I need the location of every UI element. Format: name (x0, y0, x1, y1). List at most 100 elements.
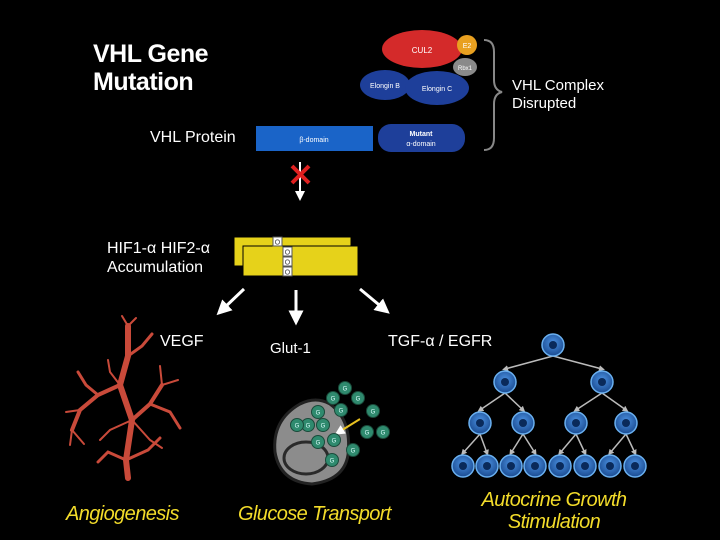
elongin-b-label: Elongin B (370, 83, 400, 90)
growth-arrow (601, 392, 629, 412)
glucose-molecule (360, 425, 374, 439)
hif-label-line2: Accumulation (107, 259, 204, 276)
glucose-molecule-label: G (381, 431, 386, 437)
alpha-domain-label-1: Mutant (410, 131, 434, 138)
oxygen-marker (282, 256, 293, 267)
growth-arrow (558, 433, 577, 456)
glucose-molecule (290, 418, 304, 432)
cell-nucleus-icon (519, 419, 527, 427)
cell-nucleus-icon (459, 462, 467, 470)
e2-label: E2 (463, 43, 472, 50)
rbx1-shape (453, 58, 477, 76)
cell-nucleus-icon (598, 378, 606, 386)
beta-domain-bar (256, 126, 373, 151)
complex-label: VHL Complex Disrupted (512, 77, 604, 113)
oxygen-marker-label: O (285, 270, 291, 277)
oxygen-marker-label: O (275, 240, 281, 247)
elongin-b-shape (360, 70, 410, 100)
glucose-molecule (346, 443, 360, 457)
alpha-domain-label-2: α-domain (406, 141, 435, 148)
glucose-molecule (366, 404, 380, 418)
glucose-molecule-label: G (356, 397, 361, 403)
caption-angiogenesis: Angiogenesis (66, 503, 179, 525)
cell-nucleus-icon (549, 341, 557, 349)
arrow-tgf (359, 287, 390, 314)
glucose-molecule-label: G (316, 411, 321, 417)
caption-autocrine-line1: Autocrine Growth (481, 489, 628, 511)
glucose-molecule (311, 405, 325, 419)
hif-bar-front (242, 245, 359, 277)
title-line2: Mutation (93, 68, 194, 96)
cell-nucleus-icon (483, 462, 491, 470)
title-line1: VHL Gene (93, 40, 209, 68)
caption-autocrine-line2: Stimulation (507, 511, 601, 533)
caption-glucose: Glucose Transport (238, 503, 391, 525)
growth-arrow (625, 433, 637, 456)
vessel-tree (65, 315, 182, 481)
glucose-molecule (326, 391, 340, 405)
beta-domain-label: β-domain (299, 137, 328, 144)
growth-arrow (522, 433, 537, 456)
cul2-label: CUL2 (412, 46, 433, 55)
glucose-molecule (325, 453, 339, 467)
glucose-molecule-label: G (295, 424, 300, 430)
cell-nucleus-icon (556, 462, 564, 470)
oxygen-marker (282, 266, 293, 277)
glucose-molecule (338, 381, 352, 395)
growth-arrow (477, 392, 506, 412)
glucose-molecule-label: G (371, 410, 376, 416)
glucose-molecule-label: G (365, 431, 370, 437)
growth-arrow (502, 355, 554, 372)
glucose-molecule-label: G (332, 439, 337, 445)
cell-nucleus-icon (581, 462, 589, 470)
title: VHL Gene Mutation (93, 40, 209, 96)
hif-label-line1: HIF1-α HIF2-α (107, 240, 210, 257)
oxygen-marker-label: O (285, 260, 291, 267)
glucose-molecule-label: G (343, 387, 348, 393)
arrow-vegf (216, 287, 246, 316)
cul2-shape (382, 30, 462, 68)
growth-arrow (573, 392, 603, 412)
growth-arrow (575, 433, 587, 456)
elongin-c-label: Elongin C (422, 86, 452, 93)
glucose-molecule (351, 391, 365, 405)
glucose-molecule (334, 403, 348, 417)
growth-arrow (504, 392, 526, 413)
glucose-molecule-label: G (321, 424, 326, 430)
block-x-icon (290, 164, 311, 185)
glucose-molecule-label: G (330, 459, 335, 465)
glucose-arrow (334, 418, 361, 435)
cell-nucleus-icon (507, 462, 515, 470)
cell-nucleus-icon (572, 419, 580, 427)
glucose-molecule-label: G (316, 441, 321, 447)
caption-autocrine: Autocrine Growth Stimulation (468, 489, 640, 533)
growth-arrow (509, 433, 524, 456)
growth-arrow (608, 433, 627, 456)
vhl-complex: CUL2 E2 Rbx1 Elongin B Elongin C (360, 30, 503, 151)
oxygen-marker (282, 246, 293, 257)
elongin-c-shape (405, 71, 469, 105)
glut1-label: Glut-1 (270, 340, 311, 357)
hif-label: HIF1-α HIF2-α Accumulation (107, 239, 210, 277)
cell-nucleus-icon (622, 419, 630, 427)
growth-arrow (552, 355, 605, 372)
complex-label-line2: Disrupted (512, 95, 577, 112)
cell-nucleus-icon (606, 462, 614, 470)
rbx1-label: Rbx1 (458, 66, 473, 72)
cell-nucleus-icon (501, 378, 509, 386)
complex-brace (483, 39, 503, 151)
glucose-molecule (327, 433, 341, 447)
alpha-domain-bar (378, 124, 465, 152)
glucose-molecule-label: G (306, 424, 311, 430)
oxygen-marker (272, 236, 283, 247)
cell-tree (451, 333, 647, 478)
e2-shape (457, 35, 477, 55)
vhl-protein: β-domain Mutant α-domain (256, 124, 465, 152)
glucose-molecule-label: G (339, 409, 344, 415)
glucose-molecule (376, 425, 390, 439)
cell-nucleus-icon (531, 462, 539, 470)
